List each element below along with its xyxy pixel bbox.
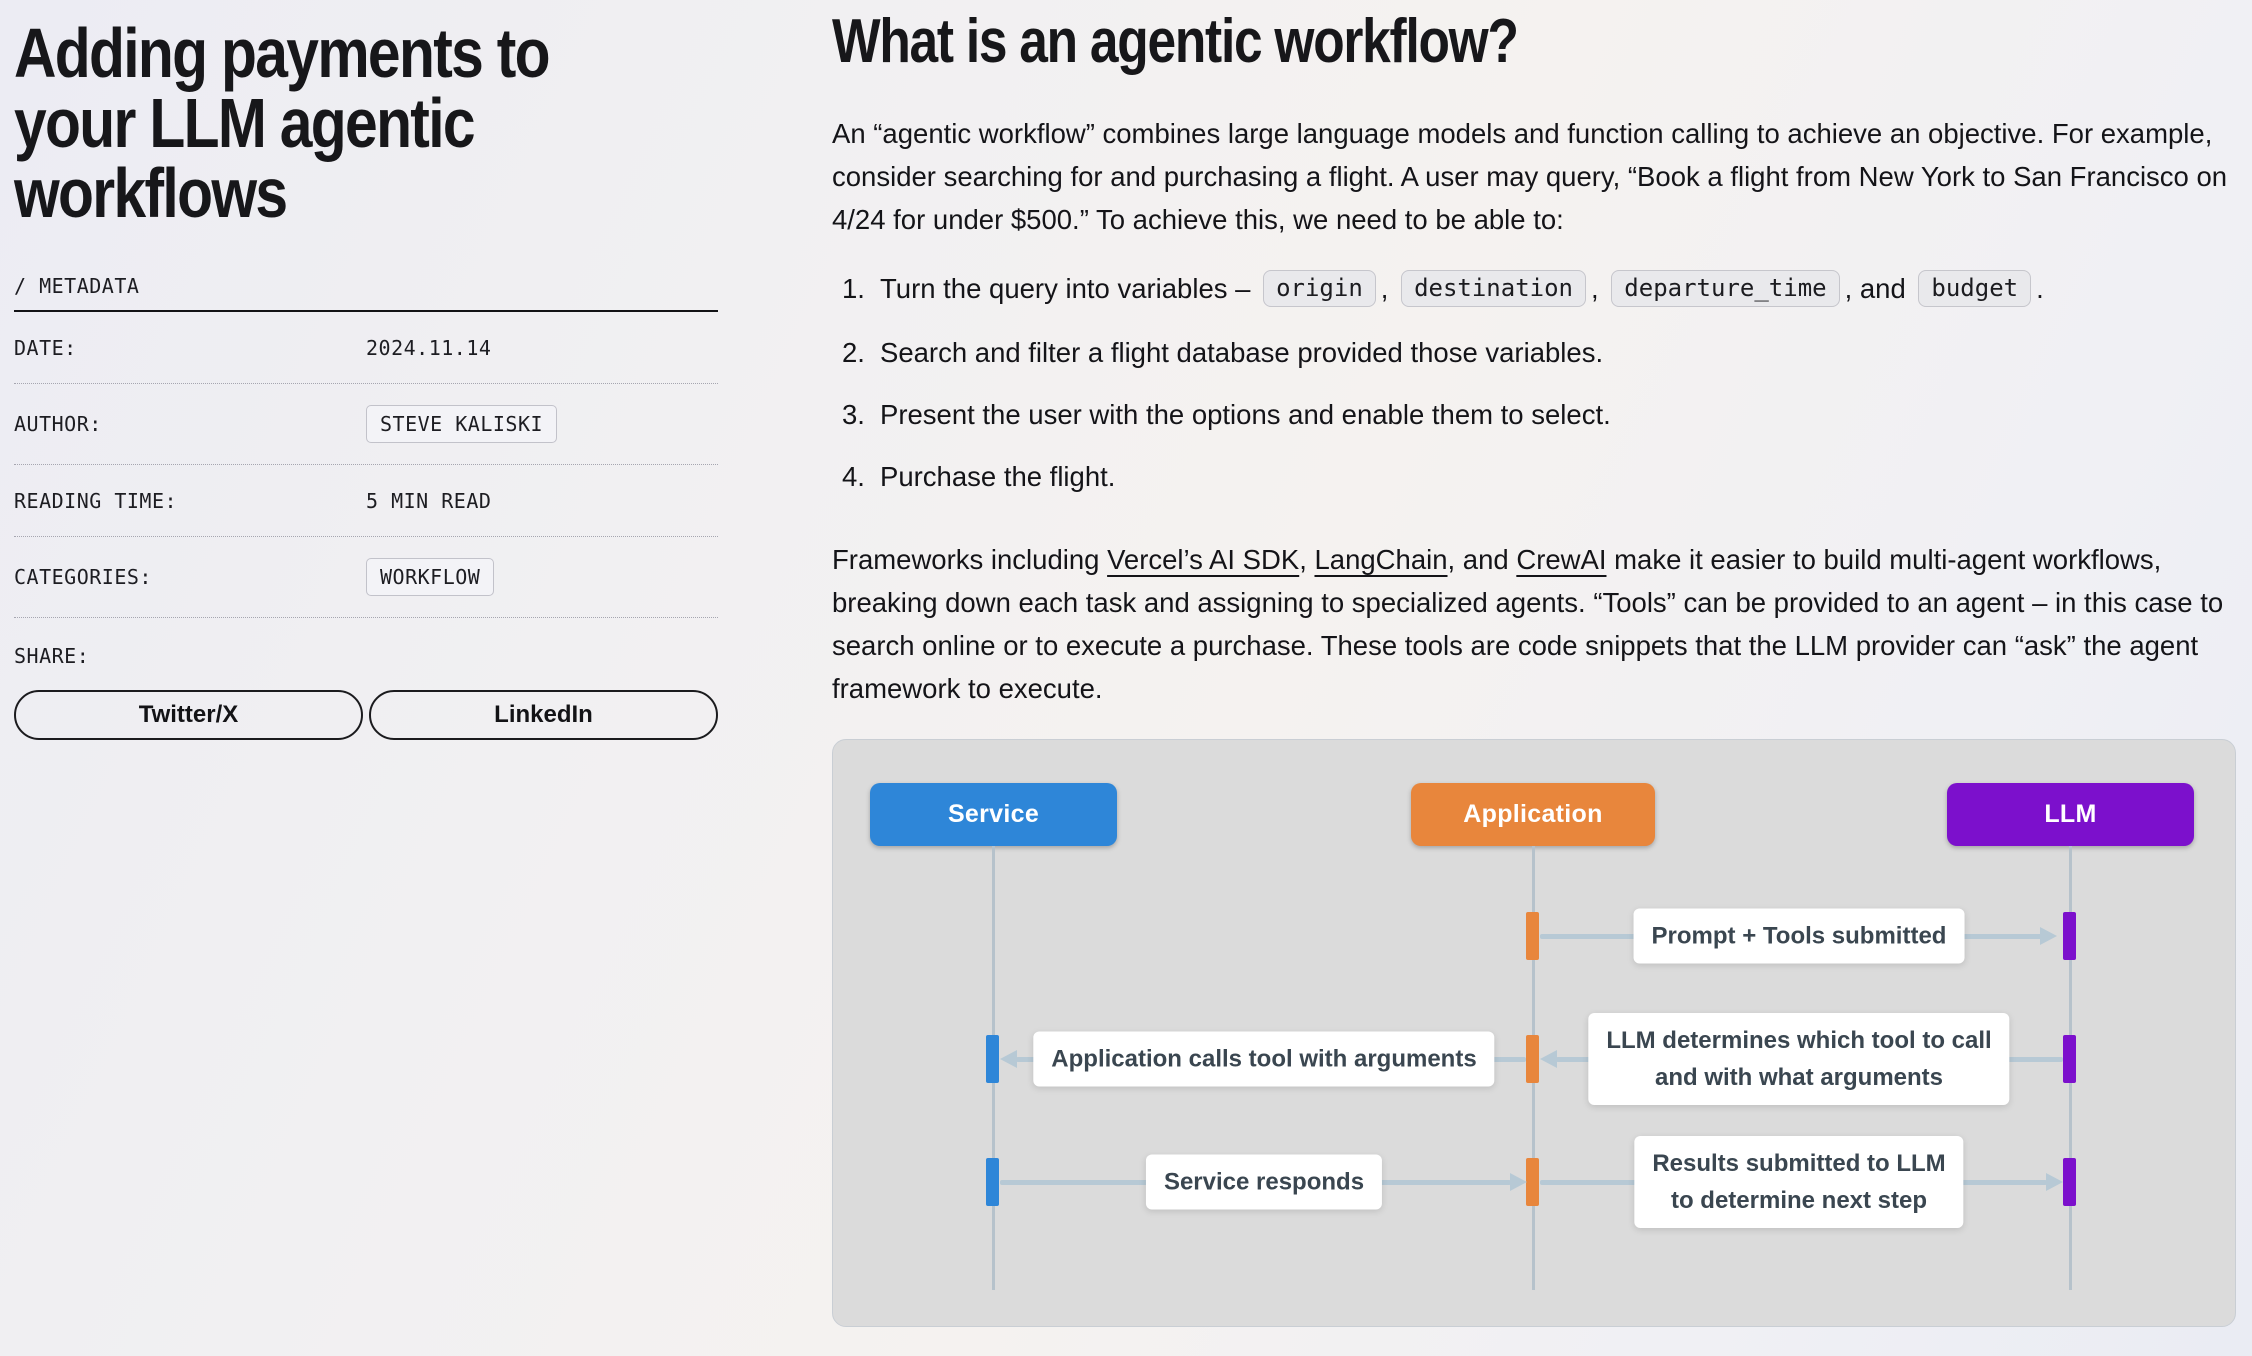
list-item: 1. Turn the query into variables – origi… xyxy=(842,267,2238,312)
message-application-calls-tool: Application calls tool with arguments xyxy=(1033,1031,1495,1087)
share-twitter-button[interactable]: Twitter/X xyxy=(14,690,363,740)
arrowhead-left-icon xyxy=(1540,1050,1557,1068)
langchain-link[interactable]: LangChain xyxy=(1314,544,1448,575)
list-item: 3. Present the user with the options and… xyxy=(842,393,2238,436)
share-label: SHARE: xyxy=(14,644,90,668)
code-token-destination: destination xyxy=(1401,270,1587,307)
category-chip-workflow: WORKFLOW xyxy=(366,558,495,596)
categories-label: CATEGORIES: xyxy=(14,565,152,589)
message-service-responds: Service responds xyxy=(1145,1154,1383,1210)
list-number: 4. xyxy=(842,461,865,492)
paragraph-segment: make it easier to build multi-agent work… xyxy=(832,544,2224,704)
list-item: 2. Search and filter a flight database p… xyxy=(842,331,2238,374)
arrowhead-right-icon xyxy=(2040,927,2057,945)
activation-bar-application xyxy=(1526,912,1539,960)
code-token-budget: budget xyxy=(1918,270,2032,307)
list-item-segment: Turn the query into variables – xyxy=(880,273,1259,304)
metadata-row-reading-time: READING TIME: 5 MIN READ xyxy=(14,465,718,537)
message-prompt-tools-submitted: Prompt + Tools submitted xyxy=(1633,908,1965,964)
list-item-segment: . xyxy=(2036,273,2044,304)
share-linkedin-button[interactable]: LinkedIn xyxy=(369,690,718,740)
metadata-row-author: AUTHOR: STEVE KALISKI xyxy=(14,384,718,465)
sequence-diagram: Service Application LLM xyxy=(832,739,2236,1327)
arrowhead-right-icon xyxy=(2046,1173,2063,1191)
reading-time-label: READING TIME: xyxy=(14,488,178,513)
message-llm-determines-tool: LLM determines which tool to call and wi… xyxy=(1588,1013,2010,1105)
activation-bar-application xyxy=(1526,1035,1539,1083)
list-item-text: Turn the query into variables – origin , … xyxy=(880,267,2044,312)
steps-list: 1. Turn the query into variables – origi… xyxy=(832,267,2238,498)
paragraph-segment: , and xyxy=(1447,544,1517,575)
vercel-ai-sdk-link[interactable]: Vercel’s AI SDK xyxy=(1107,544,1300,575)
sidebar: Adding payments to your LLM agentic work… xyxy=(0,0,718,1356)
activation-bar-service xyxy=(986,1035,999,1083)
metadata-row-date: DATE: 2024.11.14 xyxy=(14,312,718,384)
page-title-line: Adding payments to xyxy=(14,14,551,92)
date-value: 2024.11.14 xyxy=(366,335,492,360)
actor-application-label: Application xyxy=(1463,800,1603,828)
page-title: Adding payments to your LLM agentic work… xyxy=(14,18,718,228)
reading-time-value: 5 MIN READ xyxy=(366,488,492,513)
intro-paragraph: An “agentic workflow” combines large lan… xyxy=(832,118,2228,235)
list-item: 4. Purchase the flight. xyxy=(842,455,2238,498)
metadata-heading: / METADATA xyxy=(14,274,140,298)
list-number: 2. xyxy=(842,337,865,368)
frameworks-paragraph: Frameworks including Vercel’s AI SDK, La… xyxy=(832,538,2230,710)
list-item-text: Search and filter a flight database prov… xyxy=(880,337,1604,368)
arrowhead-left-icon xyxy=(1000,1050,1017,1068)
code-token-departure-time: departure_time xyxy=(1611,270,1840,307)
actor-llm-label: LLM xyxy=(2044,800,2097,828)
list-item-segment: , and xyxy=(1844,273,1914,304)
paragraph-segment: Frameworks including xyxy=(832,544,1108,575)
list-item-text: Present the user with the options and en… xyxy=(880,399,1611,430)
list-number: 3. xyxy=(842,399,865,430)
activation-bar-llm xyxy=(2063,912,2076,960)
activation-bar-llm xyxy=(2063,1035,2076,1083)
section-heading: What is an agentic workflow? xyxy=(832,7,1519,76)
code-token-origin: origin xyxy=(1263,270,1376,307)
actor-service-label: Service xyxy=(947,800,1040,828)
list-item-segment: , xyxy=(1380,273,1397,304)
activation-bar-llm xyxy=(2063,1158,2076,1206)
list-item-segment: , xyxy=(1591,273,1607,304)
paragraph-segment: , xyxy=(1299,544,1315,575)
metadata-divider xyxy=(14,310,718,312)
metadata-row-categories: CATEGORIES: WORKFLOW xyxy=(14,537,718,618)
list-number: 1. xyxy=(842,273,865,304)
page-title-line: workflows xyxy=(14,154,288,232)
arrowhead-right-icon xyxy=(1510,1173,1527,1191)
actor-llm: LLM xyxy=(1947,783,2194,846)
crewai-link[interactable]: CrewAI xyxy=(1516,544,1607,575)
article: What is an agentic workflow? An “agentic… xyxy=(832,0,2238,1356)
list-item-text: Purchase the flight. xyxy=(880,461,1116,492)
author-value-chip: STEVE KALISKI xyxy=(366,405,558,443)
author-label: AUTHOR: xyxy=(14,412,102,436)
actor-application: Application xyxy=(1411,783,1655,846)
date-label: DATE: xyxy=(14,335,77,360)
page-title-line: your LLM agentic xyxy=(14,84,476,162)
message-results-submitted: Results submitted to LLM to determine ne… xyxy=(1634,1136,1964,1228)
activation-bar-service xyxy=(986,1158,999,1206)
share-buttons: Twitter/X LinkedIn xyxy=(14,690,718,740)
actor-service: Service xyxy=(870,783,1117,846)
activation-bar-application xyxy=(1526,1158,1539,1206)
